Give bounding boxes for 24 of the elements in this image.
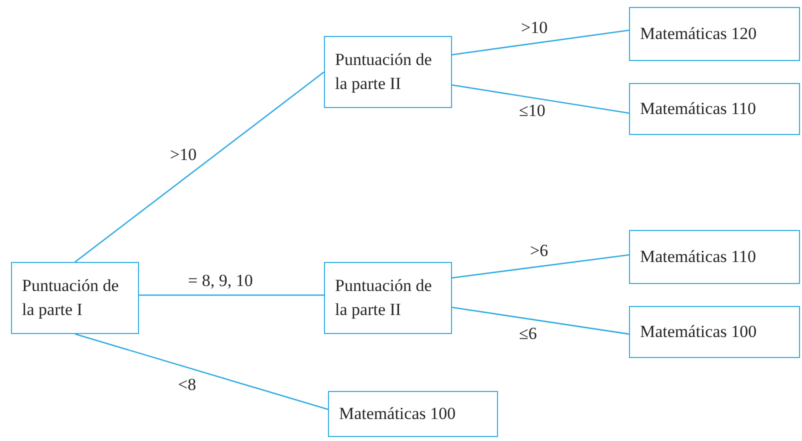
connector-line <box>452 84 630 114</box>
box-text: Matemáticas 120 <box>640 23 757 45</box>
decision-box <box>11 262 139 334</box>
box-text: Puntuación de la parte I <box>22 275 120 321</box>
edge-label: = 8, 9, 10 <box>186 272 255 290</box>
decision-box <box>629 306 800 358</box>
decision-box <box>324 262 452 334</box>
connector-line <box>74 71 324 263</box>
decision-box <box>324 36 452 108</box>
decision-box <box>629 83 800 135</box>
box-text: Matemáticas 110 <box>640 246 756 268</box>
connector-line <box>452 254 630 278</box>
decision-box <box>328 391 498 437</box>
connector-line <box>452 306 630 335</box>
connector-line <box>139 294 324 296</box>
decision-box <box>629 230 800 284</box>
box-text: Puntuación de la parte II <box>335 275 433 321</box>
connector-line <box>452 30 630 56</box>
box-text: Matemáticas 100 <box>640 321 757 343</box>
decision-box <box>629 7 800 61</box>
connector-line <box>74 333 328 410</box>
box-text: Matemáticas 100 <box>339 403 456 425</box>
box-text: Puntuación de la parte II <box>335 49 433 95</box>
box-text: Matemáticas 110 <box>640 98 756 120</box>
